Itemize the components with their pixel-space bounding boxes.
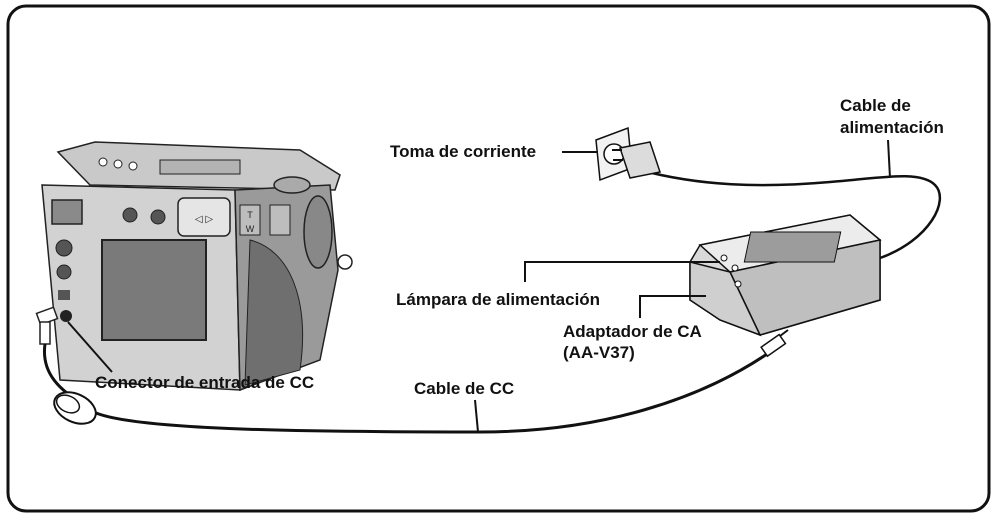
- outlet-label: Toma de corriente: [390, 142, 537, 161]
- ac-adapter-icon: [689, 214, 882, 337]
- adapter-label-line1: Adaptador de CA: [563, 322, 702, 341]
- wide-button-label: W: [246, 224, 255, 234]
- leader-adapter: [639, 295, 706, 318]
- svg-text:◁ ▷: ◁ ▷: [195, 214, 213, 225]
- plug-icon: [612, 141, 661, 179]
- power-lamp-label: Lámpara de alimentación: [396, 290, 601, 309]
- adapter-label-line2: (AA-V37): [563, 343, 635, 362]
- dc-input-label: Conector de entrada de CC: [95, 373, 315, 392]
- leader-dc-input: [67, 321, 113, 373]
- leader-dc-cable: [474, 399, 479, 433]
- power-cable-line: [639, 168, 941, 260]
- leader-power-lamp: [524, 261, 720, 282]
- power-cable-label-line1: Cable de: [840, 96, 911, 115]
- power-cable-label-line2: alimentación: [840, 118, 944, 137]
- dc-plug-adapter: [760, 329, 789, 358]
- ferrite-core-icon: [53, 391, 97, 425]
- dc-cable-label: Cable de CC: [414, 379, 515, 398]
- camera-icon: ◁ ▷ T W: [41, 141, 353, 392]
- tele-button-label: T: [247, 210, 253, 220]
- leader-power-cable: [887, 139, 891, 179]
